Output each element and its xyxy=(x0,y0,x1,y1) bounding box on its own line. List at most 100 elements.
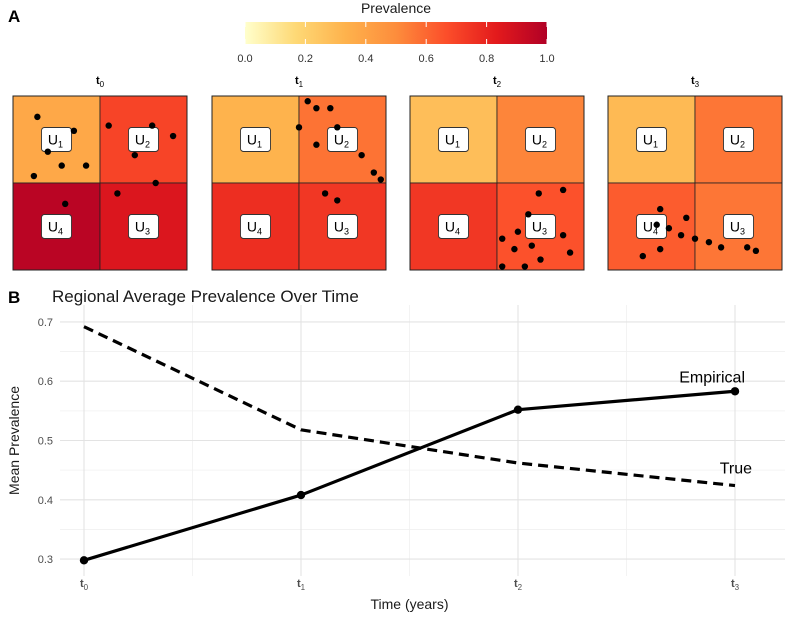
panel-title: t2 xyxy=(493,75,502,89)
unit-label-letter: U xyxy=(643,132,653,148)
sample-point xyxy=(537,256,544,263)
x-tick-sub: 3 xyxy=(735,583,740,592)
unit-label-letter: U xyxy=(48,219,58,235)
unit-label-sub: 4 xyxy=(653,227,658,237)
line-chart: Regional Average Prevalence Over Time 0.3… xyxy=(6,287,785,612)
panel-border xyxy=(211,95,387,271)
sample-point xyxy=(521,263,529,270)
unit-label-box xyxy=(525,127,556,152)
colorbar-gradient xyxy=(245,22,547,44)
sample-point xyxy=(358,151,365,159)
y-tick-label: 0.4 xyxy=(38,495,53,507)
sample-point xyxy=(657,205,664,213)
panel-border xyxy=(607,95,783,271)
sample-point xyxy=(131,151,138,159)
unit-label-letter: U xyxy=(247,132,257,148)
unit-label-box xyxy=(327,127,358,152)
sample-point xyxy=(334,124,341,131)
unit-label: U3 xyxy=(334,219,349,237)
unit-label-box xyxy=(128,127,159,152)
unit-label-letter: U xyxy=(334,132,344,148)
panel-title-sub: 2 xyxy=(497,80,502,89)
unit-label: U1 xyxy=(445,132,460,150)
sample-point xyxy=(717,244,725,251)
sample-point xyxy=(370,169,378,176)
sample-point xyxy=(82,162,90,169)
unit-label-box xyxy=(636,127,667,152)
x-tick-label: t0 xyxy=(80,578,89,592)
panel-title-main: t xyxy=(295,75,299,87)
y-tick-label: 0.5 xyxy=(38,436,53,448)
sample-point xyxy=(61,200,69,208)
sample-point xyxy=(514,228,522,235)
unit-label: U3 xyxy=(532,219,547,237)
data-point xyxy=(79,556,89,565)
panel-border xyxy=(12,95,188,271)
x-tick-sub: 1 xyxy=(301,583,306,592)
sample-point xyxy=(169,132,177,140)
sample-point xyxy=(499,263,506,270)
unit-label-box xyxy=(41,214,72,239)
y-tick-label: 0.7 xyxy=(38,317,53,329)
unit-label: U3 xyxy=(730,219,745,237)
unit-label: U2 xyxy=(730,132,745,150)
unit-label-sub: 2 xyxy=(344,140,349,150)
unit-label-box xyxy=(327,214,358,239)
y-axis-label: Mean Prevalence xyxy=(6,386,22,495)
unit-label-sub: 2 xyxy=(740,140,745,150)
unit-label-sub: 2 xyxy=(145,140,150,150)
sample-point xyxy=(149,122,156,129)
colorbar-tick-label: 0.2 xyxy=(298,53,313,65)
x-tick-label: t3 xyxy=(731,578,740,592)
unit-label-box xyxy=(240,214,271,239)
y-tick-label: 0.3 xyxy=(38,554,53,566)
unit-label-sub: 4 xyxy=(257,227,262,237)
colorbar-tick-label: 0.8 xyxy=(479,53,494,65)
panel-title-main: t xyxy=(96,75,100,87)
unit-label-letter: U xyxy=(135,219,145,235)
sample-point xyxy=(295,124,303,131)
unit-label: U1 xyxy=(247,132,262,150)
sample-point xyxy=(499,235,506,242)
panel-title: t3 xyxy=(691,75,700,89)
unit-label: U4 xyxy=(445,219,460,237)
unit-label-sub: 3 xyxy=(740,227,745,237)
data-point xyxy=(513,405,523,414)
x-tick-sub: 2 xyxy=(518,583,523,592)
series-line-empirical xyxy=(83,389,736,562)
unit-label-sub: 4 xyxy=(455,227,460,237)
sample-point xyxy=(559,186,567,194)
unit-label: U2 xyxy=(532,132,547,150)
panel-title-sub: 3 xyxy=(695,80,700,89)
sample-point xyxy=(683,214,690,221)
unit-label-letter: U xyxy=(334,219,344,235)
colorbar-tick-label: 0.4 xyxy=(358,53,373,65)
sample-point xyxy=(313,104,320,112)
sample-point xyxy=(665,225,673,232)
colorbar-tick-label: 1.0 xyxy=(539,53,554,65)
unit-label-letter: U xyxy=(445,219,455,235)
sample-point xyxy=(34,113,41,121)
panel-title: t1 xyxy=(295,75,304,89)
unit-label-sub: 2 xyxy=(542,140,547,150)
unit-label: U2 xyxy=(334,132,349,150)
colorbar-tick-label: 0.6 xyxy=(419,53,434,65)
unit-label-letter: U xyxy=(247,219,257,235)
panel-a-label: A xyxy=(8,7,20,26)
unit-label: U4 xyxy=(643,219,658,237)
unit-label-box xyxy=(128,214,159,239)
unit-label-sub: 4 xyxy=(58,227,63,237)
unit-label-sub: 1 xyxy=(58,140,63,150)
sample-point xyxy=(30,172,38,180)
unit-label-sub: 1 xyxy=(653,140,658,150)
sample-point xyxy=(313,141,320,148)
unit-label-box xyxy=(438,214,469,239)
line-chart-title: Regional Average Prevalence Over Time xyxy=(52,287,359,306)
sample-point xyxy=(114,190,121,197)
x-tick-main: t xyxy=(514,578,518,590)
